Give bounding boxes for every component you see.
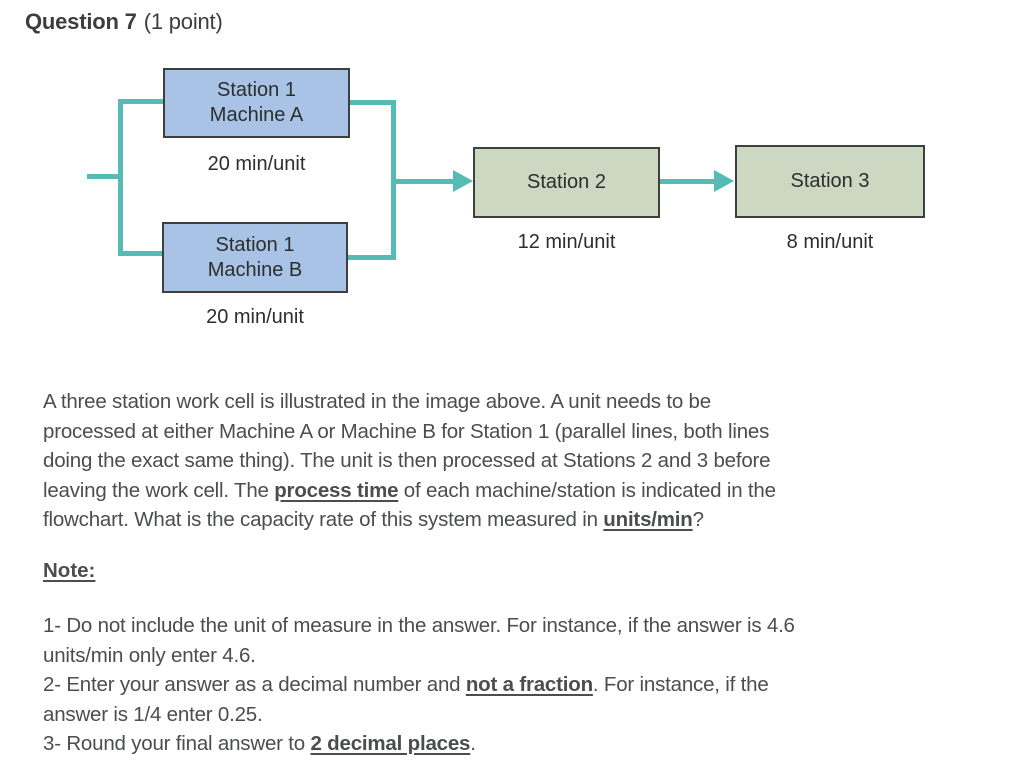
note-heading-label: Note: <box>43 559 96 582</box>
arrowhead-right-icon <box>714 170 734 192</box>
connector-line-right-vertical <box>391 100 396 260</box>
emphasized-term: not a fraction <box>465 673 593 696</box>
text-segment: 1- Do not include the unit of measure in… <box>43 614 795 637</box>
node-label: Machine A <box>209 104 304 126</box>
note-line: 3- Round your final answer to 2 decimal … <box>43 729 978 759</box>
text-segment: 2- Enter your answer as a decimal number… <box>43 673 466 696</box>
text-segment: processed at either Machine A or Machine… <box>43 419 770 443</box>
question-text-line: A three station work cell is illustrated… <box>43 387 978 417</box>
text-segment: 3- Round your final answer to <box>43 732 311 755</box>
arrow-shaft-to-station2 <box>394 179 454 184</box>
node-label: Station 1 <box>215 233 295 256</box>
emphasized-term: units/min <box>603 508 693 531</box>
label-station3-time: 8 min/unit <box>786 231 874 253</box>
arrowhead-right-icon <box>453 170 473 192</box>
text-segment: answer is 1/4 enter 0.25. <box>43 702 263 726</box>
text-segment: of each machine/station is indicated in … <box>398 478 776 502</box>
node-label: Station 2 <box>527 171 606 193</box>
connector-line-bottom-right <box>348 255 396 260</box>
node-station1-machine-b: Station 1 Machine B <box>162 222 348 293</box>
question-text-line: leaving the work cell. The process time … <box>43 476 978 506</box>
text-segment: A three station work cell is illustrated… <box>43 390 711 413</box>
text-segment: flowchart. What is the capacity rate of … <box>43 508 604 531</box>
question-text: A three station work cell is illustrated… <box>43 387 978 535</box>
note-heading: Note: <box>43 556 95 586</box>
note-line: 1- Do not include the unit of measure in… <box>43 611 978 641</box>
text-segment: units/min only enter 4.6. <box>43 643 256 667</box>
connector-line-top-right <box>349 100 396 105</box>
question-title: Question 7 <box>25 9 137 34</box>
workcell-flowchart: Station 1 Machine A 20 min/unit Station … <box>0 0 1024 350</box>
label-machine-b-time: 20 min/unit <box>206 306 304 328</box>
node-label: Station 3 <box>790 170 870 192</box>
question-header: Question 7(1 point) <box>25 9 223 35</box>
text-segment: doing the exact same thing). The unit is… <box>43 449 771 472</box>
note-list: 1- Do not include the unit of measure in… <box>43 611 978 759</box>
label-station2-time: 12 min/unit <box>517 231 616 253</box>
connector-line-left-vertical <box>118 99 123 256</box>
question-text-line: processed at either Machine A or Machine… <box>43 417 978 447</box>
connector-line-inlet <box>87 174 123 179</box>
text-segment: . <box>470 732 476 755</box>
node-station3: Station 3 <box>735 145 925 218</box>
question-text-line: flowchart. What is the capacity rate of … <box>43 505 978 535</box>
emphasized-term: process time <box>274 478 399 502</box>
note-line: answer is 1/4 enter 0.25. <box>43 700 978 730</box>
text-segment: ? <box>692 508 704 531</box>
node-label: Machine B <box>207 258 303 281</box>
text-segment: . For instance, if the <box>592 673 769 696</box>
connector-line-top-left <box>118 99 165 104</box>
question-points: (1 point) <box>143 9 223 34</box>
node-station1-machine-a: Station 1 Machine A <box>163 68 350 138</box>
note-line: 2- Enter your answer as a decimal number… <box>43 670 978 700</box>
arrow-shaft-to-station3 <box>660 179 715 184</box>
emphasized-term: 2 decimal places <box>310 732 471 755</box>
label-machine-a-time: 20 min/unit <box>207 153 306 175</box>
node-station2: Station 2 <box>473 147 660 218</box>
node-label: Station 1 <box>217 79 296 101</box>
text-segment: leaving the work cell. The <box>43 478 275 502</box>
connector-line-bottom-left <box>118 251 164 256</box>
note-line: units/min only enter 4.6. <box>43 641 978 671</box>
question-text-line: doing the exact same thing). The unit is… <box>43 446 978 476</box>
